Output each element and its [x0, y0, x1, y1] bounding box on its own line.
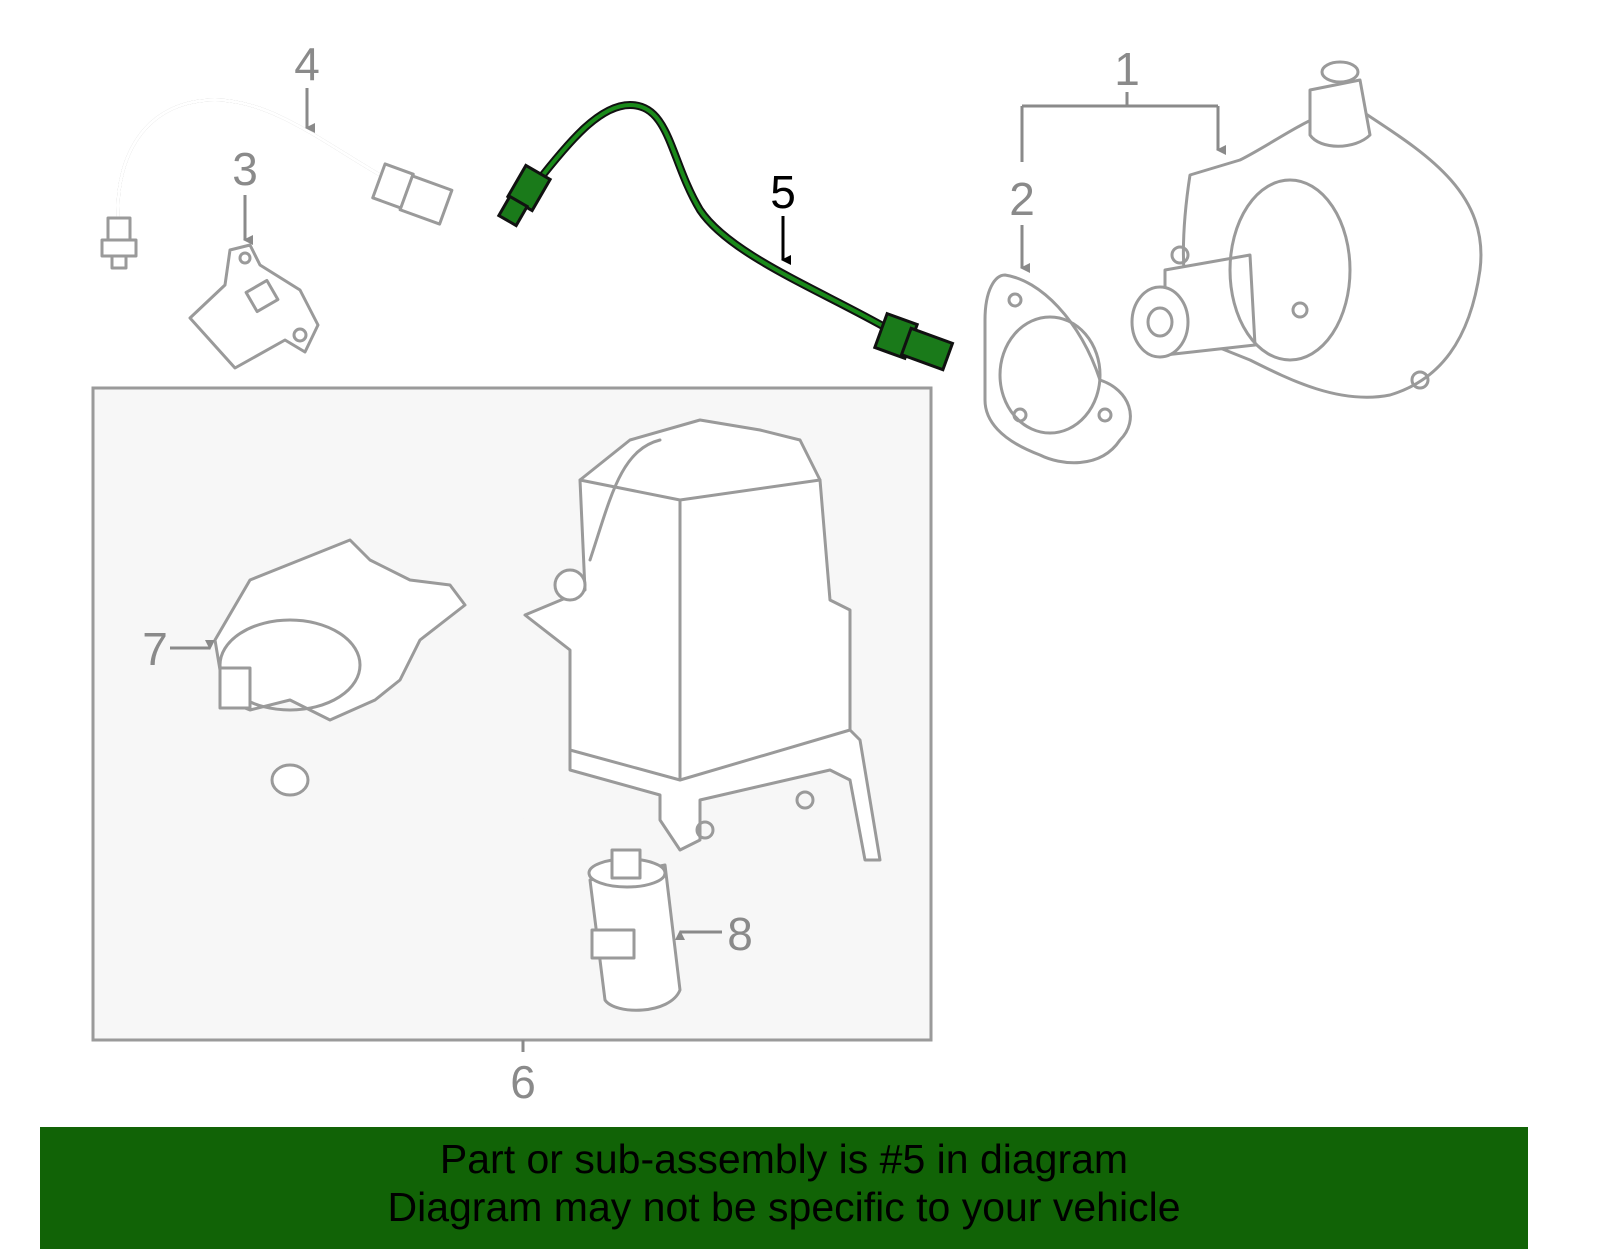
- callout-3: 3: [232, 143, 258, 195]
- callout-4: 4: [294, 38, 320, 90]
- callout-6: 6: [510, 1056, 536, 1108]
- callout-5: 5: [770, 166, 796, 218]
- part-5-oxygen-sensor[interactable]: [496, 100, 955, 372]
- callout-8: 8: [727, 908, 753, 960]
- part-2-gasket[interactable]: [983, 273, 1132, 465]
- part-7-purge-valve[interactable]: [213, 538, 467, 722]
- part-1-vacuum-pump[interactable]: [1130, 60, 1483, 399]
- callout-1: 1: [1114, 43, 1140, 95]
- info-banner: Part or sub-assembly is #5 in diagram Di…: [40, 1127, 1528, 1249]
- banner-line-2: Diagram may not be specific to your vehi…: [387, 1184, 1181, 1230]
- callout-2: 2: [1009, 173, 1035, 225]
- part-4-oxygen-sensor[interactable]: [100, 98, 454, 270]
- part-8-filter-hose[interactable]: [270, 763, 682, 1012]
- part-3-sensor[interactable]: [188, 243, 320, 370]
- callout-7: 7: [142, 623, 168, 675]
- banner-line-1: Part or sub-assembly is #5 in diagram: [439, 1136, 1129, 1182]
- part-6-charcoal-canister[interactable]: [523, 418, 882, 862]
